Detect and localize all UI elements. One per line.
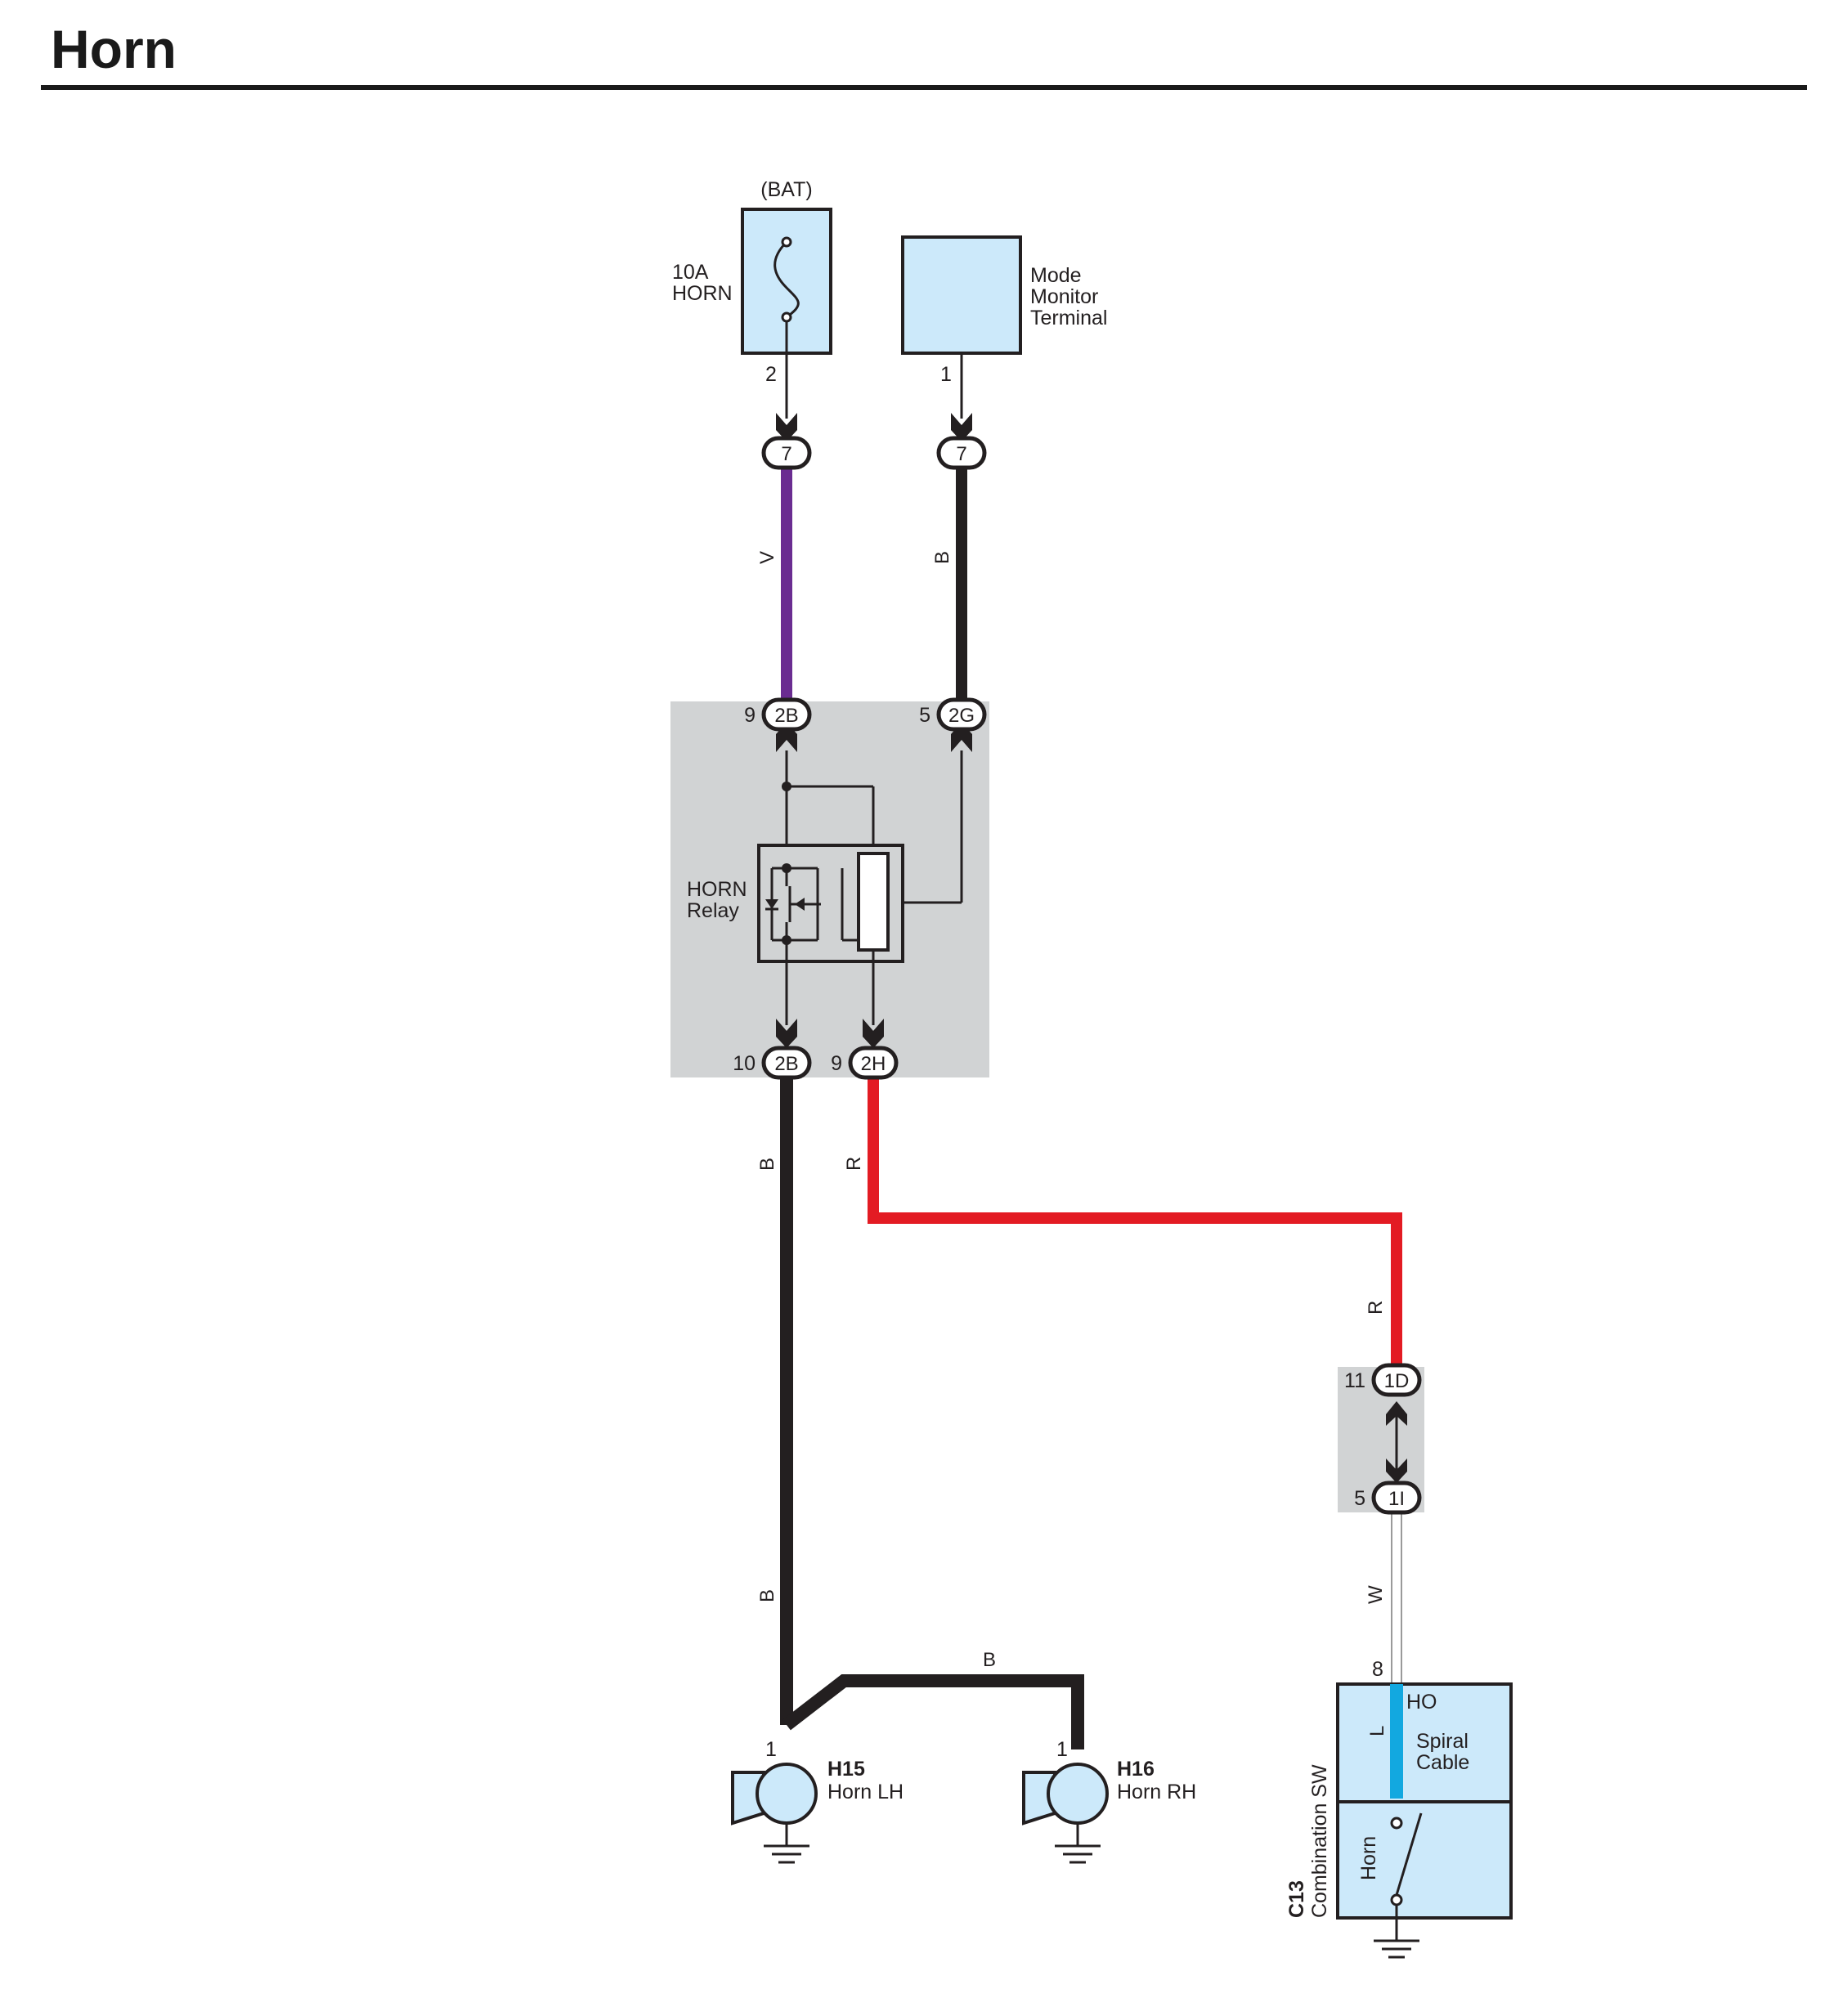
wire-label-b-left-upper: B — [756, 1158, 778, 1171]
horn-rh-name: Horn RH — [1117, 1781, 1196, 1803]
mode-monitor-label-1: Mode — [1030, 264, 1082, 287]
relay-label-1: HORN — [687, 878, 747, 901]
connector-2h-pin: 9 — [831, 1052, 842, 1075]
wire-label-l: L — [1366, 1726, 1388, 1736]
connector-1i-pin: 5 — [1354, 1487, 1365, 1510]
connector-7-right: 7 — [936, 436, 987, 470]
relay-label-2: Relay — [687, 899, 739, 922]
wire-label-w: W — [1365, 1585, 1387, 1604]
wire-label-v: V — [756, 551, 778, 564]
connector-2g-pin: 5 — [919, 704, 930, 727]
connector-2b-in-pin: 9 — [744, 704, 756, 727]
horn-rh-pin: 1 — [1056, 1738, 1068, 1761]
svg-text:2G: 2G — [948, 705, 975, 727]
fuse-supply-label: (BAT) — [760, 178, 812, 201]
combination-sw-pin: 8 — [1372, 1658, 1383, 1681]
title-rule — [41, 85, 1807, 90]
fuse-icon — [773, 240, 800, 319]
fuse-pin: 2 — [765, 363, 777, 386]
svg-text:7: 7 — [781, 443, 791, 465]
relay-coil — [857, 852, 890, 952]
connector-1d-pin: 11 — [1344, 1369, 1365, 1392]
svg-text:1I: 1I — [1388, 1488, 1405, 1510]
svg-text:2H: 2H — [861, 1053, 886, 1075]
wire-label-r-upper: R — [843, 1157, 865, 1171]
wire-b-bridge — [782, 1674, 1084, 1749]
svg-text:1D: 1D — [1384, 1370, 1410, 1392]
svg-text:2B: 2B — [774, 705, 798, 727]
wire-label-b-top: B — [931, 551, 953, 564]
horn-switch-icon — [1390, 1812, 1423, 1918]
connector-7-left: 7 — [761, 436, 812, 470]
horn-rh-icon — [1022, 1763, 1109, 1864]
connector-1d: 1D — [1371, 1363, 1422, 1397]
combination-sw-ground-icon — [1372, 1916, 1421, 1959]
fuse-rating: 10A — [672, 261, 709, 284]
horn-lh-icon — [731, 1763, 818, 1864]
wire-label-b-bridge: B — [983, 1649, 996, 1671]
spiral-terminal-ho: HO — [1406, 1691, 1437, 1714]
spiral-cable-label-2: Cable — [1416, 1751, 1469, 1774]
connector-2g: 2G — [936, 697, 987, 732]
connector-2b-out-pin: 10 — [733, 1052, 756, 1075]
wire-label-r-right: R — [1365, 1301, 1387, 1315]
combination-sw-horn-box — [1336, 1800, 1513, 1920]
combination-sw-name: Combination SW — [1308, 1764, 1331, 1918]
mode-monitor-terminal-box — [901, 235, 1022, 355]
horn-lh-code: H15 — [827, 1758, 865, 1781]
horn-lh-pin: 1 — [765, 1738, 777, 1761]
svg-text:7: 7 — [956, 443, 966, 465]
connector-1i: 1I — [1371, 1481, 1422, 1515]
horn-lh-name: Horn LH — [827, 1781, 904, 1803]
wire-r — [868, 1077, 1402, 1367]
combination-sw-horn-label: Horn — [1357, 1836, 1380, 1880]
mode-monitor-pin: 1 — [940, 363, 952, 386]
page-title: Horn — [51, 19, 177, 79]
horn-rh-code: H16 — [1117, 1758, 1155, 1781]
connector-2h: 2H — [848, 1046, 899, 1080]
combination-sw-code: C13 — [1285, 1880, 1308, 1918]
connector-2b-in: 2B — [761, 697, 812, 732]
wire-label-b-left-lower: B — [756, 1589, 778, 1602]
mode-monitor-label-2: Monitor — [1030, 285, 1098, 308]
connector-2b-out: 2B — [761, 1046, 812, 1080]
mode-monitor-label-3: Terminal — [1030, 307, 1107, 329]
spiral-cable-label-1: Spiral — [1416, 1730, 1469, 1753]
fuse-name: HORN — [672, 282, 733, 305]
svg-text:2B: 2B — [774, 1053, 798, 1075]
